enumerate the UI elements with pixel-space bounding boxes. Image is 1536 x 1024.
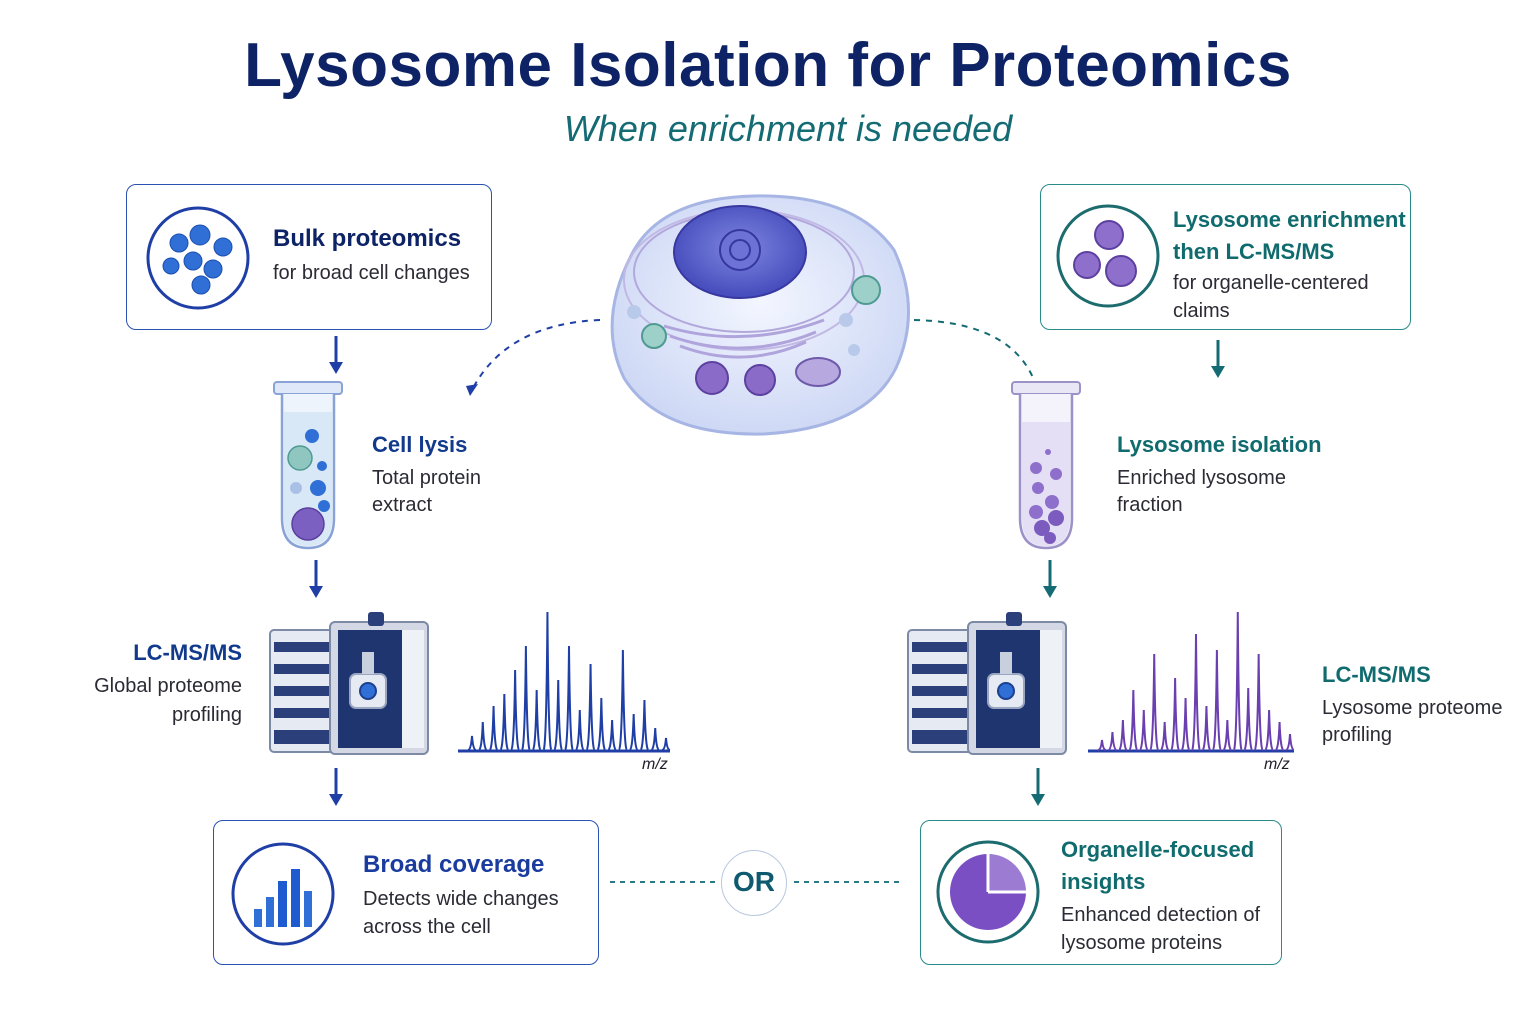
spectrum-peak [564,645,574,751]
broad-coverage-desc-2: across the cell [363,916,491,938]
spectrum-peak [1160,721,1170,751]
arrow-down-icon [329,768,343,806]
spectrum-peak [661,737,671,751]
test-tube-icon [273,381,343,550]
arrow-down-icon [1031,768,1045,806]
or-label: OR [733,866,775,897]
lcms-right-desc-1: Lysosome proteome [1322,697,1503,719]
spectrum-peak [1108,731,1117,751]
cell-lysis-desc-1: Total protein [372,467,481,489]
spectrum-peak [650,727,660,751]
spectrum-peak [1201,705,1212,751]
lysosome-isolation-desc-2: fraction [1117,494,1183,516]
spectrum-peak [467,735,477,751]
spectrum-peak [531,689,542,751]
lcms-right-title: LC-MS/MS [1322,662,1431,687]
bar-chart-icon [231,842,335,946]
dashed-connector-right [913,319,1035,381]
spectrum-peak [1170,677,1181,751]
spectrum-peak [1285,733,1295,751]
lysosome-isolation-title: Lysosome isolation [1117,432,1322,457]
spectrum-peak [1243,687,1254,751]
arrow-down-icon [329,336,343,374]
spectrum-peak [1180,697,1191,751]
spectrum-peak [1097,739,1107,751]
broad-coverage-title: Broad coverage [363,851,545,878]
lcms-right-desc-2: profiling [1322,724,1393,746]
lysosome-isolation-desc-1: Enriched lysosome [1117,467,1286,489]
cell-illustration [610,194,910,436]
spectrum-peak [1118,719,1128,751]
spectrum-peak [628,713,639,751]
spectrum-peak [1275,721,1285,751]
enrichment-desc-1: for organelle-centered [1173,272,1369,294]
organelle-insights-card: Organelle-focused insights Enhanced dete… [920,820,1282,965]
insights-desc-2: lysosome proteins [1061,932,1223,954]
spectrum-peak [1211,649,1222,751]
pie-chart-icon [936,840,1040,944]
broad-coverage-card: Broad coverage Detects wide changes acro… [213,820,599,965]
mass-spectrum-purple [1088,611,1295,753]
test-tube-icon [1011,381,1081,550]
insights-desc-1: Enhanced detection of [1061,904,1261,926]
lcms-left-desc-1: Global proteome [94,675,242,697]
lcms-left-title: LC-MS/MS [133,640,242,665]
broad-coverage-desc-1: Detects wide changes [363,888,559,910]
or-badge: OR [721,850,787,916]
enrichment-title-1: Lysosome enrichment [1173,207,1406,232]
bulk-proteomics-title: Bulk proteomics [273,225,462,252]
spectrum-peak [520,645,531,751]
arrow-down-icon [309,560,323,598]
mass-spectrum-blue [458,611,671,753]
insights-title-1: Organelle-focused [1061,837,1255,862]
spectrum-peak [639,699,650,751]
spectrum-peak [1222,719,1232,751]
cell-lysis-desc-2: extract [372,494,433,516]
or-connector-lines [610,881,900,883]
spectrum-peak [1149,653,1160,751]
arrow-down-icon [1043,560,1057,598]
enrichment-desc-2: claims [1173,300,1230,322]
spectrum-peak [478,721,488,751]
bulk-proteomics-card: Bulk proteomics for broad cell changes [126,184,492,330]
spectrum-peak [1232,611,1243,751]
spectrum-peak [574,709,585,751]
mass-spectrometer-icon [907,612,1067,755]
spectrum-peak [553,679,564,751]
spectrum-peak [510,669,521,751]
spectrum-peak [1253,653,1264,751]
spectrum-peak [1128,689,1139,751]
spectrum-peak [499,693,510,751]
mz-axis-label-right: m/z [1264,756,1290,773]
cell-lysis-title: Cell lysis [372,432,468,457]
spectrum-peak [1264,709,1275,751]
purple-lysosomes-circle-icon [1056,204,1160,308]
spectrum-peak [617,649,628,751]
lcms-left-desc-2: profiling [171,704,242,726]
page-title: Lysosome Isolation for Proteomics [244,31,1292,100]
page-subtitle: When enrichment is needed [563,108,1013,149]
spectrum-peak [607,719,617,751]
spectrum-peak [1191,633,1201,751]
mass-spectrometer-icon [269,612,429,755]
spectrum-peak [585,663,596,751]
dashed-connector-left [466,319,601,396]
bulk-proteomics-desc: for broad cell changes [273,262,470,284]
mz-axis-label-left: m/z [642,756,668,773]
insights-title-2: insights [1061,869,1146,894]
blue-dots-circle-icon [146,206,250,310]
spectrum-peak [1138,709,1149,751]
spectrum-peak [542,611,553,751]
spectrum-peak [596,697,607,751]
lysosome-enrichment-card: Lysosome enrichment then LC-MS/MS for or… [1040,184,1411,330]
spectrum-peak [488,705,499,751]
enrichment-title-2: then LC-MS/MS [1173,239,1335,264]
arrow-down-icon [1211,340,1225,378]
